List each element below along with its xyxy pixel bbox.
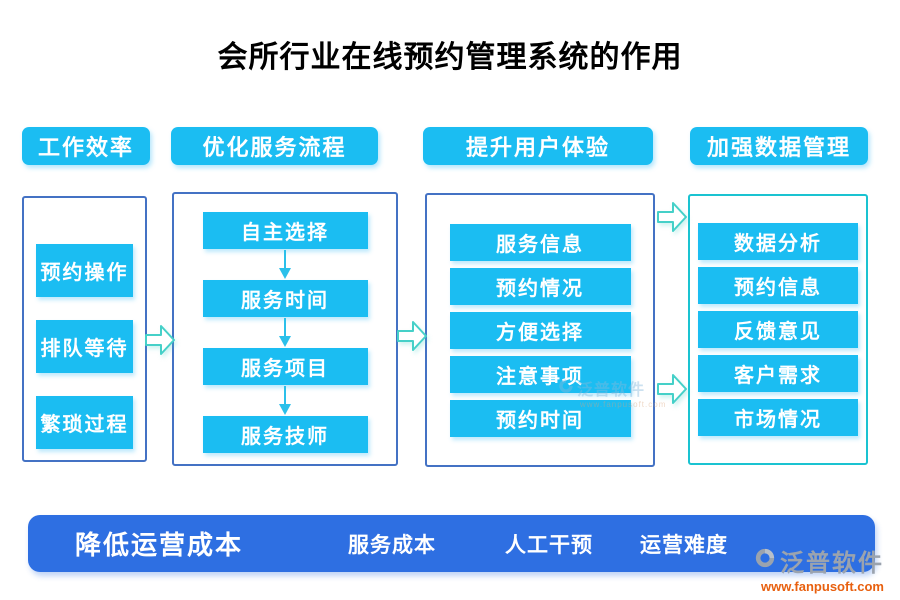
- list-item: 客户需求: [698, 355, 858, 392]
- flow-step: 自主选择: [202, 212, 368, 249]
- bottom-bar-item: 服务成本: [348, 533, 436, 557]
- brand-logo: 泛普软件 www.fanpusoft.com: [754, 543, 884, 594]
- list-item: 预约时间: [449, 399, 631, 437]
- list-item: 繁琐过程: [36, 396, 133, 449]
- flow-arrow-down-icon: [278, 249, 292, 280]
- header-work-efficiency: 工作效率: [22, 127, 150, 165]
- header-data-management: 加强数据管理: [690, 127, 868, 165]
- flow-step: 服务项目: [202, 348, 368, 385]
- list-item: 排队等待: [36, 320, 133, 373]
- list-item: 服务信息: [449, 223, 631, 261]
- flow-step: 服务技师: [202, 416, 368, 453]
- list-item: 市场情况: [698, 399, 858, 436]
- flow-arrow-right-icon: [145, 325, 175, 355]
- list-item: 注意事项: [449, 355, 631, 393]
- flow-arrow-right-icon: [397, 321, 427, 351]
- header-user-experience: 提升用户体验: [423, 127, 653, 165]
- bottom-bar-item: 人工干预: [505, 533, 593, 557]
- brand-name: 泛普软件: [780, 550, 884, 577]
- flow-step: 服务时间: [202, 280, 368, 317]
- list-item: 预约操作: [36, 244, 133, 297]
- flow-arrow-right-icon: [657, 374, 687, 404]
- page-title: 会所行业在线预约管理系统的作用: [217, 41, 683, 74]
- flow-arrow-right-icon: [657, 202, 687, 232]
- list-item: 数据分析: [698, 223, 858, 260]
- list-item: 反馈意见: [698, 311, 858, 348]
- bottom-bar-primary-label: 降低运营成本: [75, 530, 244, 560]
- list-item: 方便选择: [449, 311, 631, 349]
- list-item: 预约信息: [698, 267, 858, 304]
- brand-website: www.fanpusoft.com: [760, 579, 884, 594]
- header-optimize-service-flow: 优化服务流程: [171, 127, 378, 165]
- list-item: 预约情况: [449, 267, 631, 305]
- flow-arrow-down-icon: [278, 385, 292, 416]
- fanpu-logo-icon: [754, 547, 776, 574]
- column-user-experience: 服务信息 预约情况 方便选择 注意事项 预约时间: [425, 193, 655, 467]
- column-service-flow: 自主选择 服务时间 服务项目 服务技师: [172, 192, 398, 466]
- bottom-bar: 降低运营成本 服务成本 人工干预 运营难度: [28, 515, 875, 572]
- column-data-management: 数据分析 预约信息 反馈意见 客户需求 市场情况: [688, 194, 868, 465]
- column-work-efficiency: 预约操作 排队等待 繁琐过程: [22, 196, 147, 462]
- bottom-bar-item: 运营难度: [640, 533, 728, 557]
- flow-arrow-down-icon: [278, 317, 292, 348]
